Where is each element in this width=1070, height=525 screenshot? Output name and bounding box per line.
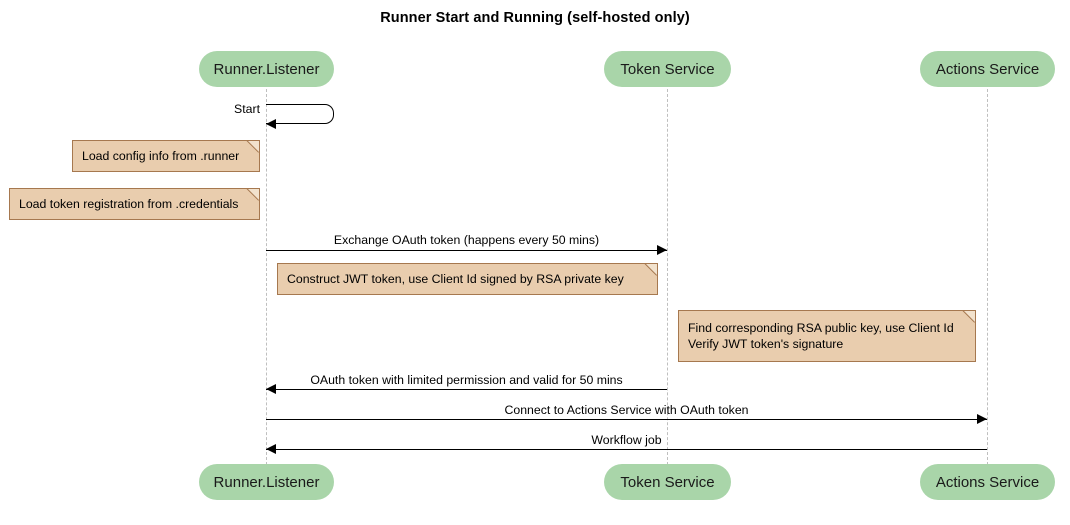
note-load-token-registration: Load token registration from .credential… <box>9 188 260 220</box>
lifeline-actions-service <box>987 89 988 465</box>
lifeline-token-service <box>667 89 668 465</box>
participant-runner-listener-top[interactable]: Runner.Listener <box>199 51 334 87</box>
message-line-connect-actions-service <box>266 419 987 420</box>
diagram-title: Runner Start and Running (self-hosted on… <box>380 10 690 26</box>
message-self-loop-start <box>266 104 334 124</box>
note-construct-jwt: Construct JWT token, use Client Id signe… <box>277 263 658 295</box>
note-text: Find corresponding RSA public key, use C… <box>688 321 954 351</box>
note-load-config: Load config info from .runner <box>72 140 260 172</box>
participant-label: Token Service <box>620 473 715 491</box>
participant-actions-service-bottom[interactable]: Actions Service <box>920 464 1055 500</box>
message-label-workflow-job: Workflow job <box>591 433 662 447</box>
message-label-oauth-token-response: OAuth token with limited permission and … <box>310 373 623 387</box>
note-fold-icon <box>646 263 658 275</box>
participant-label: Token Service <box>620 60 715 78</box>
note-text: Load token registration from .credential… <box>19 197 239 211</box>
participant-actions-service-top[interactable]: Actions Service <box>920 51 1055 87</box>
arrow-head-exchange-oauth-token <box>657 245 667 255</box>
note-fold-icon <box>248 188 260 200</box>
note-text: Construct JWT token, use Client Id signe… <box>287 272 624 286</box>
participant-label: Runner.Listener <box>213 60 320 78</box>
arrow-head-workflow-job <box>266 444 276 454</box>
message-line-oauth-token-response <box>266 389 667 390</box>
lifeline-runner-listener <box>266 89 267 465</box>
participant-token-service-top[interactable]: Token Service <box>604 51 731 87</box>
arrow-head-connect-actions-service <box>977 414 987 424</box>
participant-label: Actions Service <box>935 473 1040 491</box>
message-label-exchange-oauth-token: Exchange OAuth token (happens every 50 m… <box>333 233 600 247</box>
message-label-connect-actions-service: Connect to Actions Service with OAuth to… <box>504 403 749 417</box>
message-line-workflow-job <box>266 449 987 450</box>
participant-token-service-bottom[interactable]: Token Service <box>604 464 731 500</box>
arrow-head-start <box>266 119 276 129</box>
note-fold-icon <box>248 140 260 152</box>
note-fold-icon <box>964 310 976 322</box>
note-text: Load config info from .runner <box>82 149 240 163</box>
message-line-exchange-oauth-token <box>266 250 667 251</box>
note-verify-jwt: Find corresponding RSA public key, use C… <box>678 310 976 362</box>
arrow-head-oauth-token-response <box>266 384 276 394</box>
participant-label: Actions Service <box>935 60 1040 78</box>
participant-runner-listener-bottom[interactable]: Runner.Listener <box>199 464 334 500</box>
message-label-start: Start <box>234 102 260 116</box>
participant-label: Runner.Listener <box>213 473 320 491</box>
